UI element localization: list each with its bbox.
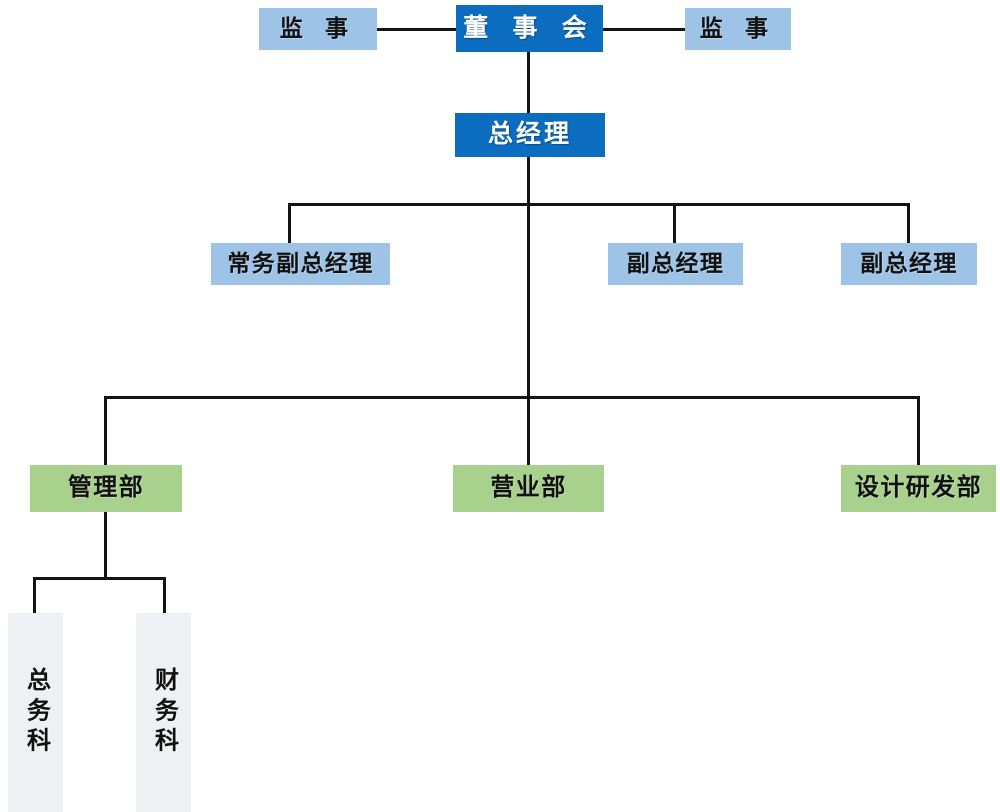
node-board-of-directors-label: 董 事 会: [463, 14, 596, 42]
connector-level3-drop-right: [907, 203, 910, 244]
connector-level5-bus: [33, 577, 166, 580]
node-supervisor-left[interactable]: 监 事: [259, 8, 377, 50]
node-supervisor-right[interactable]: 监 事: [685, 8, 791, 50]
connector-level4-drop-rnd: [917, 396, 920, 466]
connector-level4-drop-sales: [527, 396, 530, 466]
node-deputy-general-manager-right[interactable]: 副总经理: [841, 243, 977, 285]
node-administration-department[interactable]: 管理部: [30, 465, 182, 512]
connector-board-to-left-supervisor: [377, 28, 457, 31]
node-sales-department[interactable]: 营业部: [453, 465, 604, 512]
connector-level4-drop-admin: [104, 396, 107, 466]
connector-board-to-gm: [527, 52, 530, 114]
node-board-of-directors[interactable]: 董 事 会: [456, 5, 603, 52]
node-general-manager[interactable]: 总经理: [455, 113, 605, 157]
node-general-affairs-section[interactable]: 总务科: [8, 613, 63, 812]
node-sales-department-label: 营业部: [490, 475, 567, 502]
connector-gm-trunk: [527, 156, 530, 398]
node-supervisor-right-label: 监 事: [699, 16, 777, 42]
connector-level3-bus: [288, 203, 910, 206]
node-deputy-general-manager-right-label: 副总经理: [860, 251, 958, 277]
node-finance-section-label: 财务科: [150, 667, 177, 758]
connector-board-to-right-supervisor: [602, 28, 686, 31]
connector-level3-drop-left: [288, 203, 291, 244]
node-executive-deputy-general-manager[interactable]: 常务副总经理: [211, 243, 390, 285]
node-deputy-general-manager-mid[interactable]: 副总经理: [608, 243, 743, 285]
connector-level5-drop-finance: [163, 577, 166, 614]
node-finance-section[interactable]: 财务科: [136, 613, 191, 812]
node-supervisor-left-label: 监 事: [279, 16, 357, 42]
node-executive-deputy-general-manager-label: 常务副总经理: [227, 251, 374, 277]
node-deputy-general-manager-mid-label: 副总经理: [626, 251, 725, 277]
node-design-rnd-department-label: 设计研发部: [854, 475, 983, 502]
node-general-manager-label: 总经理: [487, 121, 572, 149]
connector-level5-drop-general-affairs: [33, 577, 36, 614]
connector-level3-drop-mid: [673, 203, 676, 244]
node-administration-department-label: 管理部: [67, 475, 145, 502]
node-design-rnd-department[interactable]: 设计研发部: [841, 465, 996, 512]
connector-admin-trunk: [104, 511, 107, 578]
connector-level4-bus: [104, 396, 920, 399]
node-general-affairs-section-label: 总务科: [22, 667, 49, 758]
